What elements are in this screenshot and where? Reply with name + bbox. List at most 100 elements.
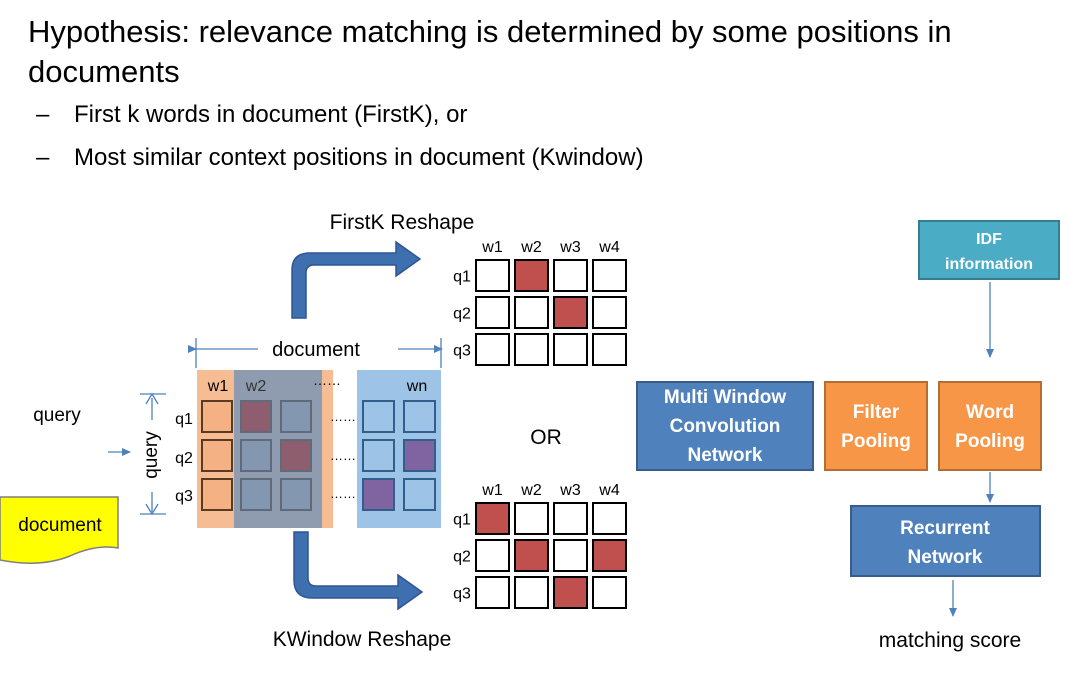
kwindow-cell-q1-w1 — [475, 502, 510, 535]
kwindow-cell-q3-w3 — [553, 576, 588, 609]
input-row-label-q3: q3 — [175, 488, 193, 505]
input-cell — [201, 478, 233, 511]
slide-title: Hypothesis: relevance matching is determ… — [28, 14, 952, 89]
kwindow-reshape-label: KWindow Reshape — [273, 628, 452, 651]
kwindow-col-label-w3: w3 — [559, 482, 581, 499]
input-row-dots: …… — [330, 409, 356, 424]
input-cell — [280, 478, 312, 511]
firstk-row-label-q1: q1 — [453, 269, 471, 286]
kwindow-cell-q2-w1 — [475, 539, 510, 572]
idf-line2: information — [945, 256, 1033, 273]
kwindow-cell-q2-w3 — [553, 539, 588, 572]
kwindow-col-label-w2: w2 — [520, 482, 542, 499]
input-cell — [240, 478, 272, 511]
input-cell — [240, 439, 272, 472]
firstk-cell-q1-w4 — [592, 259, 627, 292]
input-cell — [240, 400, 272, 433]
firstk-curved-arrow — [291, 240, 422, 319]
firstk-row-label-q2: q2 — [453, 306, 471, 323]
kwindow-curved-arrow — [293, 531, 424, 611]
idf-information-box — [918, 220, 1060, 280]
input-cell — [201, 400, 233, 433]
kwindow-col-label-w4: w4 — [598, 482, 620, 499]
input-cell — [403, 400, 436, 433]
input-row-dots: …… — [330, 486, 356, 501]
input-cell — [280, 439, 312, 472]
kwindow-row-label-q1: q1 — [453, 512, 471, 529]
firstk-cell-q1-w2 — [514, 259, 549, 292]
input-col-label-w1: w1 — [207, 378, 229, 395]
filter-pooling-line2: Pooling — [841, 431, 911, 452]
firstk-cell-q3-w2 — [514, 333, 549, 366]
kwindow-cell-q1-w2 — [514, 502, 549, 535]
firstk-cell-q1-w1 — [475, 259, 510, 292]
kwindow-matrix: w1 w2 w3 w4 q1 q2 q3 — [453, 482, 627, 609]
input-matrix — [201, 400, 436, 511]
input-cell — [201, 439, 233, 472]
bullet-kwindow-text: Most similar context positions in docume… — [74, 144, 644, 171]
idf-line1: IDF — [976, 231, 1002, 248]
firstk-cell-q1-w3 — [553, 259, 588, 292]
multi-window-line3: Network — [688, 445, 763, 466]
firstk-cell-q2-w2 — [514, 296, 549, 329]
bullet-dash: – — [36, 101, 50, 128]
word-pooling-box — [938, 381, 1042, 471]
kwindow-row-label-q3: q3 — [453, 586, 471, 603]
input-cell — [362, 439, 395, 472]
document-note-label: document — [18, 515, 102, 536]
firstk-cell-q3-w3 — [553, 333, 588, 366]
input-col-label-w2: w2 — [245, 378, 267, 395]
multi-window-conv-box — [636, 381, 814, 471]
bullet-dash: – — [36, 144, 50, 171]
document-axis-label: document — [272, 339, 360, 361]
input-col-dots: …… — [313, 372, 341, 388]
query-input-label: query — [33, 405, 81, 426]
recurrent-line1: Recurrent — [900, 518, 990, 539]
firstk-cell-q3-w1 — [475, 333, 510, 366]
recurrent-line2: Network — [908, 547, 983, 568]
kwindow-cell-q3-w1 — [475, 576, 510, 609]
kwindow-row-label-q2: q2 — [453, 549, 471, 566]
kwindow-cell-q2-w4 — [592, 539, 627, 572]
input-cell — [403, 439, 436, 472]
filter-pooling-box — [824, 381, 928, 471]
firstk-cell-q2-w4 — [592, 296, 627, 329]
bullet-firstk-text: First k words in document (FirstK), or — [74, 101, 468, 128]
firstk-col-label-w3: w3 — [559, 239, 581, 256]
kwindow-col-label-w1: w1 — [481, 482, 503, 499]
input-row-label-q1: q1 — [175, 411, 193, 428]
kwindow-cell-q1-w4 — [592, 502, 627, 535]
input-cell — [403, 478, 436, 511]
kwindow-cell-q2-w2 — [514, 539, 549, 572]
firstk-col-label-w2: w2 — [520, 239, 542, 256]
filter-pooling-line1: Filter — [853, 402, 900, 423]
input-row-dots: …… — [330, 448, 356, 463]
input-row-label-q2: q2 — [175, 450, 193, 467]
kwindow-cell-q3-w4 — [592, 576, 627, 609]
input-cell — [280, 400, 312, 433]
word-pooling-line2: Pooling — [955, 431, 1025, 452]
or-label: OR — [530, 426, 562, 449]
matching-score-label: matching score — [879, 629, 1021, 652]
input-cell — [362, 400, 395, 433]
query-axis-label: query — [141, 431, 162, 479]
firstk-col-label-w1: w1 — [481, 239, 503, 256]
kwindow-cell-q3-w2 — [514, 576, 549, 609]
firstk-cell-q2-w1 — [475, 296, 510, 329]
document-note-shape — [0, 496, 119, 564]
firstk-cell-q3-w4 — [592, 333, 627, 366]
word-pooling-line1: Word — [966, 402, 1014, 423]
multi-window-line1: Multi Window — [664, 387, 786, 408]
firstk-row-label-q3: q3 — [453, 343, 471, 360]
bullet-kwindow: –Most similar context positions in docum… — [36, 143, 644, 173]
firstk-reshape-label: FirstK Reshape — [330, 211, 475, 234]
firstk-cell-q2-w3 — [553, 296, 588, 329]
recurrent-network-box — [850, 505, 1041, 577]
bullet-firstk: –First k words in document (FirstK), or — [36, 100, 467, 130]
kwindow-cell-q1-w3 — [553, 502, 588, 535]
input-col-label-wn: wn — [406, 378, 427, 395]
input-cell — [362, 478, 395, 511]
